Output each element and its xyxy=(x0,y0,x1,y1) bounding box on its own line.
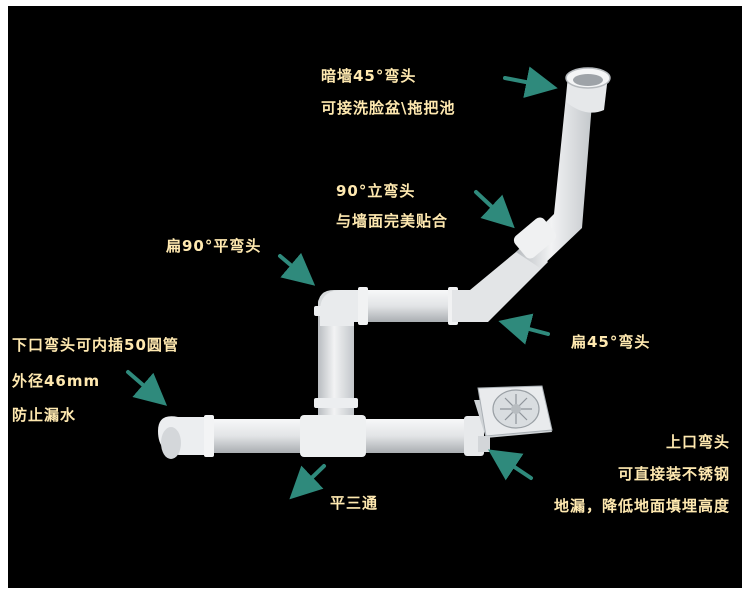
bottom-horizontal-pipe xyxy=(158,415,484,459)
arrow-upper-elbow xyxy=(488,449,533,481)
label-vertical-90-elbow-line1: 90°立弯头 xyxy=(336,182,416,200)
label-vertical-90-elbow-line2: 与墙面完美贴合 xyxy=(336,212,449,230)
product-photo: 暗墙45°弯头 可接洗脸盆\拖把池 90°立弯头 与墙面完美贴合 扁90°平弯头… xyxy=(8,6,742,588)
label-upper-elbow: 上口弯头 可直接装不锈钢 地漏，降低地面填埋高度 xyxy=(496,433,730,515)
top-elbow-opening xyxy=(565,67,611,113)
label-vertical-90-elbow: 90°立弯头 与墙面完美贴合 xyxy=(336,182,448,230)
label-concealed-45-elbow-line1: 暗墙45°弯头 xyxy=(321,67,417,85)
arrow-vertical-90-elbow xyxy=(474,190,515,229)
label-flat-tee: 平三通 xyxy=(330,494,378,512)
label-concealed-45-elbow-line2: 可接洗脸盆\拖把池 xyxy=(321,99,456,117)
label-concealed-45-elbow: 暗墙45°弯头 可接洗脸盆\拖把池 xyxy=(321,67,455,117)
label-flat-tee-line1: 平三通 xyxy=(330,494,379,512)
label-lower-elbow-line3: 防止漏水 xyxy=(12,406,77,424)
arrow-flat-tee xyxy=(289,464,326,500)
arrow-flat-90-elbow xyxy=(278,252,316,286)
label-upper-elbow-line2: 可直接装不锈钢 xyxy=(617,465,730,483)
label-lower-elbow: 下口弯头可内插50圆管 外径46mm 防止漏水 xyxy=(12,336,179,424)
label-upper-elbow-line3: 地漏，降低地面填埋高度 xyxy=(553,497,730,515)
arrow-concealed-45-elbow xyxy=(503,66,558,98)
label-flat-45-elbow: 扁45°弯头 xyxy=(571,333,650,351)
label-flat-90-elbow-line1: 扁90°平弯头 xyxy=(166,237,262,255)
label-upper-elbow-line1: 上口弯头 xyxy=(665,433,730,451)
upper-horizontal-pipe xyxy=(320,287,458,326)
label-lower-elbow-line2: 外径46mm xyxy=(12,372,101,390)
diagonal-pipe xyxy=(452,76,594,322)
label-flat-90-elbow: 扁90°平弯头 xyxy=(166,237,261,255)
arrow-lower-elbow xyxy=(126,370,168,406)
callout-arrows xyxy=(126,66,558,500)
arrow-flat-45-elbow xyxy=(498,313,550,345)
label-flat-45-elbow-line1: 扁45°弯头 xyxy=(571,333,651,351)
floor-drain xyxy=(474,385,553,452)
label-lower-elbow-line1: 下口弯头可内插50圆管 xyxy=(12,336,179,354)
pipe-assembly-illustration xyxy=(126,66,611,500)
